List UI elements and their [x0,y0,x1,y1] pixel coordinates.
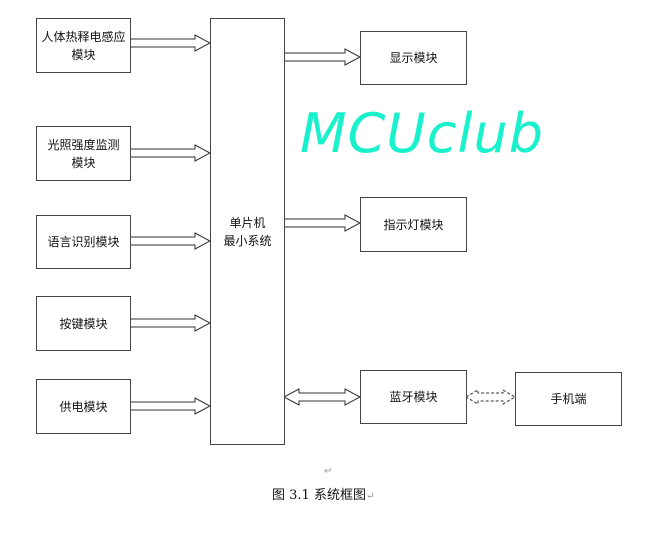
label: 按键模块 [59,316,108,331]
watermark: MCUclub [300,102,545,165]
arrow-input-1 [129,34,212,52]
label: 语言识别模块 [47,235,120,249]
label: 最小系统 [223,233,272,248]
arrow-bidirectional-bluetooth [282,388,362,406]
label: 模块 [71,155,96,170]
input-box-pir: 人体热释电感应模块 [36,18,131,73]
paragraph-mark: ↵ [324,466,333,477]
label: 供电模块 [59,399,108,414]
input-box-voice: 语言识别模块 [36,215,131,269]
label: 模块 [71,47,96,62]
label: 单片机 [229,215,266,230]
arrow-output-led [283,214,362,232]
label: 手机端 [550,392,587,406]
input-box-power: 供电模块 [36,379,131,434]
caption-text: 图 3.1 系统框图 [272,488,366,503]
figure-caption: 图 3.1 系统框图↵ [272,484,374,503]
phone-box: 手机端 [515,372,622,426]
arrow-output-display [283,48,362,66]
label: 光照强度监测 [47,137,120,152]
paragraph-mark: ↵ [365,491,375,502]
arrow-input-5 [129,397,212,415]
label: 蓝牙模块 [389,390,438,404]
output-box-display: 显示模块 [360,31,467,85]
input-box-keys: 按键模块 [36,296,131,351]
input-box-light: 光照强度监测模块 [36,126,131,181]
label: 指示灯模块 [383,217,444,232]
arrow-wireless-phone [465,389,516,405]
output-box-bluetooth: 蓝牙模块 [360,370,467,424]
mcu-box: 单片机最小系统 [210,18,285,445]
label: 显示模块 [389,51,438,65]
arrow-input-2 [129,144,212,162]
arrow-input-4 [129,314,212,332]
output-box-led: 指示灯模块 [360,197,467,252]
label: 人体热释电感应 [41,29,126,44]
arrow-input-3 [129,232,212,250]
